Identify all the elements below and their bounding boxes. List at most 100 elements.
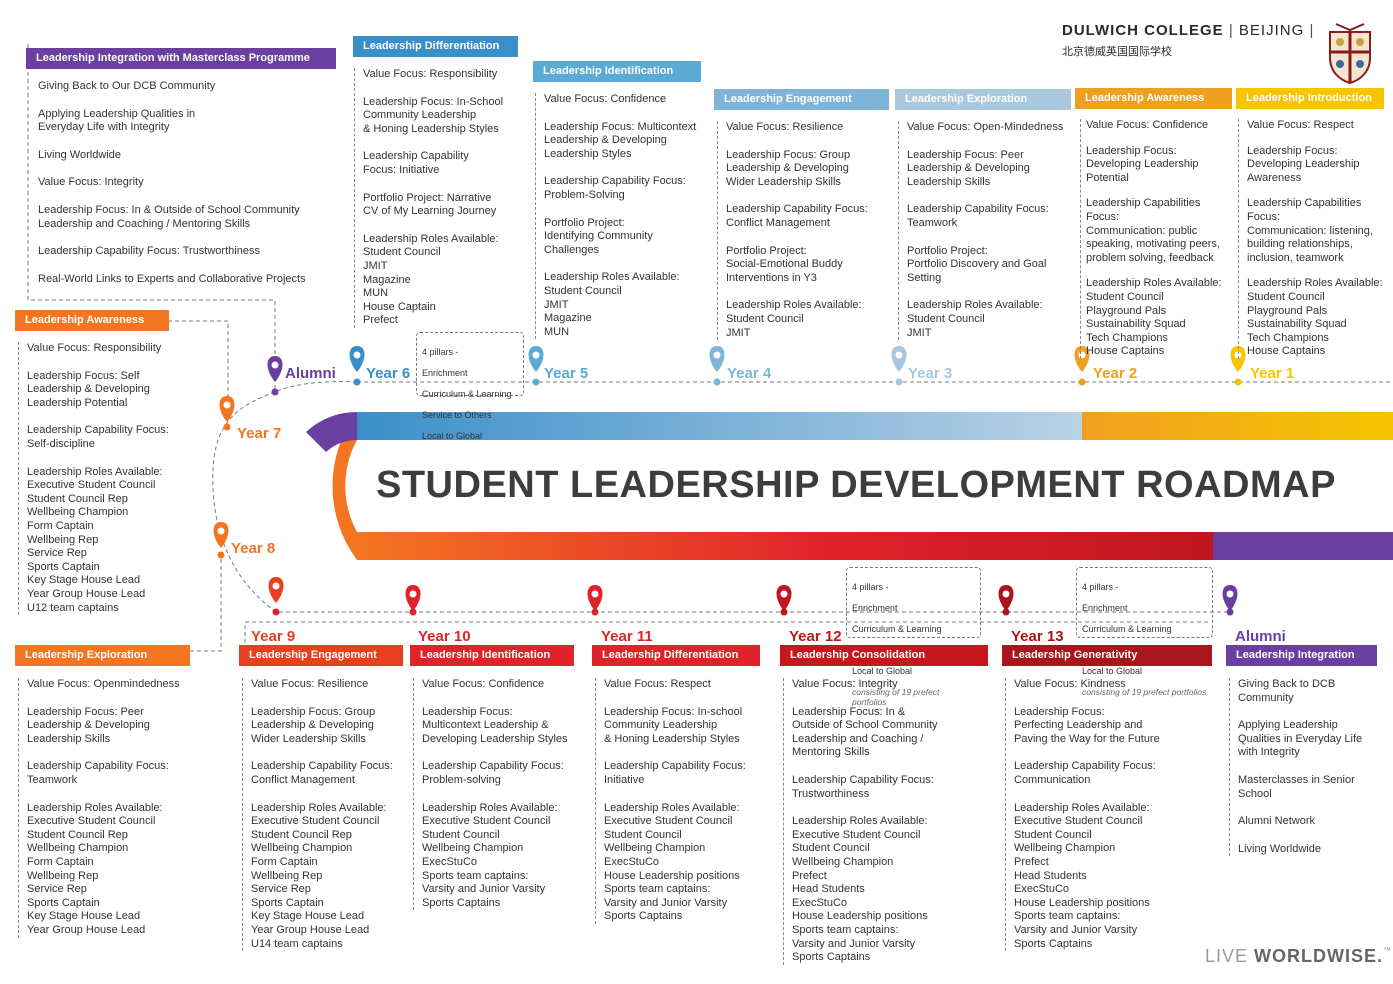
pillars-title: 4 pillars - [1082, 581, 1119, 592]
road-bottom-band [357, 532, 1213, 560]
school-logo: DULWICH COLLEGE | BEIJING | 北京德威英国国际学校 [1062, 22, 1315, 58]
page-title: STUDENT LEADERSHIP DEVELOPMENT ROADMAP [376, 464, 1336, 506]
year-label-11: Year 11 [601, 628, 653, 645]
column-item: Leadership Focus: Self Leadership & Deve… [27, 369, 150, 409]
column-item: Value Focus: Confidence [544, 93, 667, 105]
column-item: Value Focus: Responsibility [27, 342, 162, 354]
column-item: Alumni Network [1238, 815, 1316, 828]
column-item: Leadership Roles Available: Student Coun… [1247, 277, 1383, 358]
header-year5: Leadership Identification [533, 61, 701, 82]
column-item: Leadership Focus: In & Outside of School… [792, 705, 938, 759]
column-item: Leadership Capability Focus: Conflict Ma… [726, 203, 868, 229]
header-year10: Leadership Identification [410, 645, 574, 666]
year-label-10: Year 10 [418, 628, 471, 645]
pin-icon [267, 356, 283, 382]
column-item: Value Focus: Resilience [251, 678, 369, 690]
year-label-7: Year 7 [237, 425, 282, 442]
column-year9: Value Focus: Resilience Leadership Focus… [242, 678, 407, 952]
crest-icon [1329, 23, 1371, 84]
tagline-live: LIVE [1205, 946, 1249, 966]
column-item: Value Focus: Resilience [726, 121, 844, 133]
column-year11: Value Focus: Respect Leadership Focus: I… [595, 678, 777, 924]
header-masterclass: Leadership Integration with Masterclass … [26, 48, 336, 69]
column-item: Value Focus: Openmindedness [27, 678, 180, 690]
pin-icon [219, 396, 235, 422]
column-item: Leadership Capabilities Focus: Communica… [1086, 197, 1220, 264]
column-year5: Value Focus: Confidence Leadership Focus… [535, 93, 713, 340]
header-year11: Leadership Differentiation [592, 645, 760, 666]
column-item: Value Focus: Responsibility [363, 68, 498, 80]
column-item: Leadership Focus: Group Leadership & Dev… [726, 148, 851, 188]
column-item: Living Worldwide [38, 148, 121, 161]
column-item: Leadership Roles Available: Executive St… [604, 801, 740, 923]
pin-icon [776, 585, 792, 611]
column-year2: Value Focus: Confidence Leadership Focus… [1080, 119, 1238, 359]
column-item: Value Focus: Integrity [38, 176, 144, 189]
logo-chinese: 北京德威英国国际学校 [1062, 46, 1172, 58]
column-item: Leadership Roles Available: Student Coun… [726, 299, 862, 339]
pillars-item: Service to Others [422, 409, 492, 420]
column-year12: Value Focus: Integrity Leadership Focus:… [783, 678, 993, 965]
pin-icon [891, 346, 907, 372]
pillars-item: Local to Global [1082, 665, 1143, 676]
column-item: Value Focus: Confidence [422, 678, 545, 690]
column-item: Leadership Roles Available: Executive St… [792, 815, 928, 964]
column-item: Leadership Focus: Group Leadership & Dev… [251, 705, 376, 745]
pillars-box-y12: 4 pillars - Enrichment Curriculum & Lear… [846, 567, 981, 707]
footer-tagline: LIVE WORLDWISE.™ [1205, 946, 1392, 967]
pin-icon [268, 577, 284, 603]
header-year12: Leadership Consolidation [780, 645, 988, 666]
column-item: Leadership Capability Focus: Problem-Sol… [544, 175, 686, 201]
column-item: Leadership Focus: In & Outside of School… [38, 203, 300, 230]
year-label-2: Year 2 [1093, 365, 1138, 382]
column-year10: Value Focus: Confidence Leadership Focus… [413, 678, 591, 911]
column-item: Leadership Roles Available: Executive St… [251, 801, 387, 950]
column-item: Portfolio Project: Social-Emotional Budd… [726, 244, 843, 284]
column-item: Leadership Capability Focus: Trustworthi… [792, 773, 934, 800]
column-alumni: Giving Back to DCB Community Applying Le… [1229, 678, 1384, 857]
year-label-1: Year 1 [1250, 365, 1295, 382]
column-item: Leadership Roles Available: Student Coun… [1086, 277, 1222, 358]
column-item: Leadership Roles Available: Student Coun… [907, 299, 1043, 339]
pillars-title: 4 pillars - [852, 581, 889, 592]
column-item: Giving Back to Our DCB Community [38, 80, 216, 92]
column-year8: Value Focus: Openmindedness Leadership F… [18, 678, 218, 938]
column-item: Leadership Focus: In-School Community Le… [363, 95, 504, 135]
column-item: Portfolio Project: Portfolio Discovery a… [907, 244, 1047, 284]
column-item: Leadership Capability Focus: Self-discip… [27, 424, 169, 450]
column-item: Leadership Focus: In-school Community Le… [604, 705, 743, 745]
column-item: Leadership Roles Available: Executive St… [27, 801, 163, 936]
year-label-9: Year 9 [251, 628, 296, 645]
road-curve-purple [306, 411, 357, 452]
pin-icon [528, 346, 544, 372]
column-item: Leadership Capability Focus: Conflict Ma… [251, 760, 393, 786]
road-top-band [357, 412, 1393, 440]
column-item: Value Focus: Kindness [1014, 678, 1126, 690]
column-item: Leadership Focus: Multicontext Leadershi… [422, 705, 568, 745]
column-item: Leadership Capability Focus: Trustworthi… [38, 245, 260, 258]
year-label-12: Year 12 [789, 628, 842, 645]
year-label-alumni-top: Alumni [285, 365, 336, 382]
pin-icon [349, 346, 365, 372]
pillars-note: consisting of 19 prefect portfolios [852, 686, 940, 708]
column-item: Leadership Roles Available: Student Coun… [544, 271, 680, 338]
column-item: Leadership Focus: Developing Leadership … [1247, 144, 1360, 184]
column-item: Value Focus: Open-Mindedness [907, 121, 1064, 133]
pin-icon [213, 522, 229, 548]
pin-icon [998, 585, 1014, 611]
column-item: Leadership Capability Focus: Problem-sol… [422, 760, 564, 786]
column-year6: Value Focus: Responsibility Leadership F… [354, 68, 524, 328]
header-year7: Leadership Awareness [15, 310, 169, 331]
column-year7: Value Focus: Responsibility Leadership F… [18, 342, 208, 616]
column-item: Masterclasses in Senior School [1238, 773, 1355, 800]
year-label-3: Year 3 [908, 365, 953, 382]
header-year8: Leadership Exploration [15, 645, 190, 666]
column-item: Leadership Capability Focus: Initiative [363, 150, 469, 176]
pillars-box-y6: 4 pillars - Enrichment Curriculum & Lear… [416, 332, 524, 441]
pillars-item: Enrichment [852, 602, 898, 613]
column-year1: Value Focus: Respect Leadership Focus: D… [1238, 119, 1393, 359]
column-item: Value Focus: Respect [1247, 119, 1354, 131]
column-year4: Value Focus: Resilience Leadership Focus… [717, 121, 892, 341]
column-item: Leadership Roles Available: Executive St… [1014, 801, 1150, 950]
